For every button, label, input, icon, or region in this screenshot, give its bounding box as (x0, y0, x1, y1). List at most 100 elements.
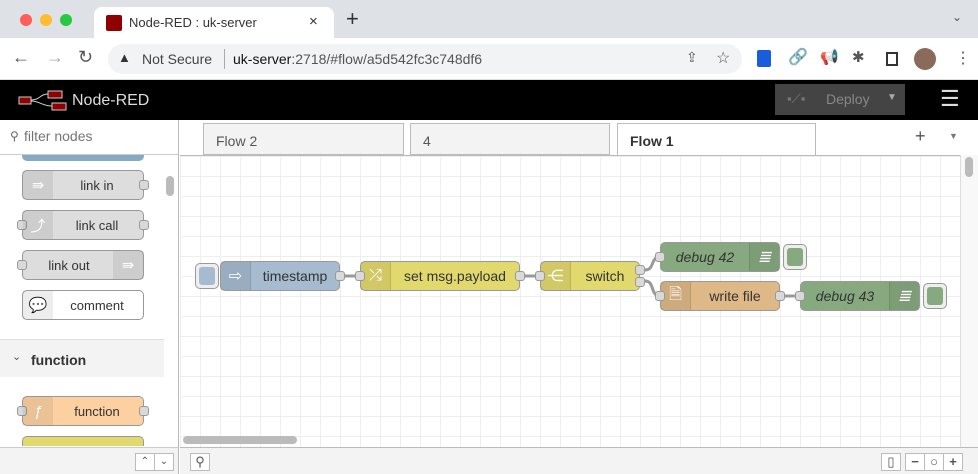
palette-node-link-call[interactable]: ⤴link call (17, 210, 149, 240)
main-menu-icon[interactable]: ☰ (940, 86, 960, 111)
tab-title: Node-RED : uk-server (129, 15, 257, 30)
browser-menu-icon[interactable]: ⋮ (955, 50, 971, 67)
collapse-all-icon[interactable]: ⌃ (135, 453, 155, 471)
filter-nodes-input[interactable] (24, 128, 164, 144)
vertical-scrollbar[interactable] (965, 157, 973, 177)
tab-flow-1[interactable]: Flow 1 (617, 123, 816, 156)
flow-node-debug-42[interactable]: debug 42 ≣ (655, 242, 780, 272)
palette-node-comment[interactable]: 💬 comment (22, 290, 144, 320)
debug-list-icon: ≣ (889, 282, 919, 310)
vertical-scrollbar-track (960, 155, 978, 447)
add-flow-icon[interactable]: + (915, 126, 926, 146)
flow-node-set-msg-payload[interactable]: ⤮set msg.payload (355, 261, 525, 291)
search-icon: ⚲ (10, 129, 19, 143)
zoom-reset-icon[interactable]: ○ (924, 453, 944, 471)
extensions-puzzle-icon[interactable]: ✱ (852, 49, 865, 66)
zoom-out-icon[interactable]: − (905, 453, 925, 471)
palette-node-label: function (74, 403, 120, 419)
share-icon[interactable]: ⇪ (686, 49, 698, 65)
new-tab-icon[interactable]: + (346, 6, 359, 31)
node-label: debug 42 (675, 249, 735, 265)
output-port[interactable] (515, 271, 525, 281)
forward-icon[interactable]: → (46, 47, 64, 67)
input-port[interactable] (535, 271, 545, 281)
horizontal-scrollbar[interactable] (183, 436, 297, 444)
output-port[interactable] (335, 271, 345, 281)
url-path: :2718/#flow/a5d542fc3c748df6 (291, 51, 483, 67)
tab-4[interactable]: 4 (410, 123, 610, 155)
input-port[interactable] (655, 252, 665, 262)
search-flows-icon[interactable]: ⚲ (190, 453, 210, 471)
node-red-logo-icon (18, 90, 67, 111)
link-call-icon: ⤴ (23, 211, 53, 239)
flow-node-write-file[interactable]: 🗎 write file (655, 281, 785, 311)
browser-tab-bar: Node-RED : uk-server × + ⌄ (0, 0, 978, 38)
deploy-label: Deploy (826, 91, 870, 107)
profile-avatar[interactable] (914, 48, 936, 70)
url-field[interactable]: ▲ Not Secure uk-server:2718/#flow/a5d542… (108, 44, 742, 74)
palette-node-link-out[interactable]: link out⇛ (17, 250, 144, 280)
browser-tab[interactable]: Node-RED : uk-server × (94, 7, 334, 38)
megaphone-icon[interactable]: 📢 (820, 49, 839, 66)
debug-toggle-button[interactable] (923, 283, 947, 309)
app-title: Node-RED (72, 92, 150, 109)
palette-sidebar: ⚲ ⇛link in ⤴link call link out⇛ 💬 comment… (0, 120, 179, 474)
side-panel-icon[interactable] (886, 52, 898, 66)
switch-icon: ⋲ (541, 262, 571, 290)
debug-toggle-button[interactable] (783, 244, 807, 270)
debug-list-icon: ≣ (749, 243, 779, 271)
file-icon: 🗎 (661, 282, 691, 310)
palette-filter[interactable]: ⚲ (0, 120, 178, 155)
input-port (17, 220, 27, 230)
category-label: function (31, 352, 87, 368)
flow-canvas[interactable]: ⇨ timestamp ⤮set msg.payload ⋲ switch debu… (180, 155, 960, 447)
output-port (139, 180, 149, 190)
flow-list-dropdown-icon[interactable]: ▼ (949, 131, 958, 141)
palette-footer: ⌃ ⌄ (0, 447, 178, 474)
reload-icon[interactable]: ↻ (78, 47, 94, 67)
maximize-window-button[interactable] (60, 14, 72, 26)
output-port (139, 406, 149, 416)
expand-all-icon[interactable]: ⌄ (154, 453, 174, 471)
deploy-button[interactable]: ▪⟋▪ Deploy ▼ (775, 84, 905, 115)
palette-node-label: comment (70, 297, 124, 313)
link-in-icon: ⇛ (23, 171, 53, 199)
back-icon[interactable]: ← (12, 47, 30, 67)
function-icon: ƒ (23, 397, 53, 425)
palette-node-link-in[interactable]: ⇛link in (22, 170, 149, 200)
palette-scrollbar[interactable] (166, 176, 174, 196)
output-port[interactable] (635, 277, 645, 287)
link-extension-icon[interactable]: 🔗 (788, 49, 808, 66)
palette-node-function[interactable]: ƒ function (17, 396, 149, 426)
inject-arrow-icon: ⇨ (221, 262, 251, 290)
palette-category-function[interactable]: ⌄ function (0, 339, 164, 377)
output-port[interactable] (635, 265, 645, 275)
flow-node-debug-43[interactable]: debug 43≣ (795, 281, 920, 311)
minimize-window-button[interactable] (40, 14, 52, 26)
zoom-in-icon[interactable]: + (943, 453, 963, 471)
close-window-button[interactable] (20, 14, 32, 26)
chevron-down-icon: ⌄ (12, 351, 22, 363)
output-port (139, 220, 149, 230)
output-port[interactable] (775, 291, 785, 301)
flow-node-switch[interactable]: ⋲ switch (535, 261, 645, 291)
bitwarden-icon[interactable] (757, 50, 771, 67)
deploy-dropdown-icon[interactable]: ▼ (887, 92, 897, 103)
input-port[interactable] (795, 291, 805, 301)
node-label: write file (709, 288, 761, 304)
link-out-icon: ⇛ (113, 251, 143, 279)
inject-button[interactable] (195, 263, 219, 289)
input-port[interactable] (655, 291, 665, 301)
node-label: timestamp (262, 268, 328, 284)
tab-list-chevron-icon[interactable]: ⌄ (952, 10, 963, 24)
input-port (17, 260, 27, 270)
divider (224, 49, 225, 69)
bookmark-star-icon[interactable]: ☆ (716, 50, 731, 67)
comment-icon: 💬 (23, 291, 53, 319)
tab-flow-2[interactable]: Flow 2 (203, 123, 404, 155)
navigator-map-icon[interactable]: ▯ (881, 453, 901, 471)
close-tab-icon[interactable]: × (309, 13, 318, 30)
node-label: switch (585, 268, 625, 284)
flow-node-timestamp[interactable]: ⇨ timestamp (220, 261, 345, 291)
input-port[interactable] (355, 271, 365, 281)
